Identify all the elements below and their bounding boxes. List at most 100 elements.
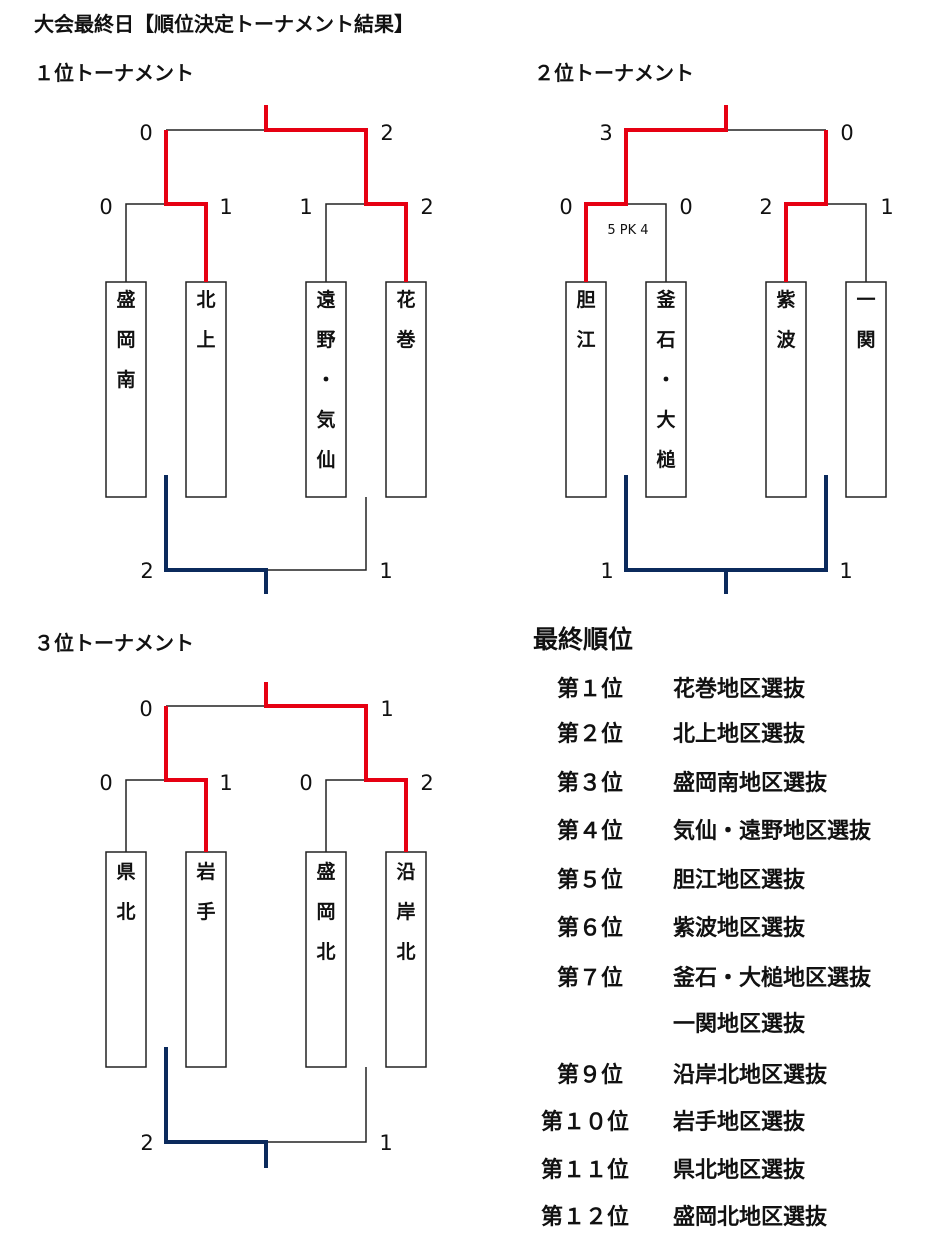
team-box xyxy=(305,851,347,1068)
team-name: 紫波 xyxy=(776,289,796,351)
score-round1: 2 xyxy=(420,195,433,219)
score-final-right: 1 xyxy=(380,697,393,721)
tournament-2-bracket: 胆江 釜石・大槌 紫波 一関 3 0 0 0 2 1 5 PK 4 1 1 xyxy=(559,105,894,594)
score-third-left: 2 xyxy=(140,1131,153,1155)
ranking-team: 紫波地区選抜 xyxy=(673,916,806,941)
team-box xyxy=(105,851,147,1068)
ranking-rank: 第９位 xyxy=(557,1063,624,1088)
winner-line xyxy=(164,130,208,282)
team-box xyxy=(565,281,607,498)
winner-line xyxy=(264,105,408,282)
ranking-team: 胆江地区選抜 xyxy=(673,868,806,893)
ranking-rank: 第１２位 xyxy=(541,1205,630,1230)
score-final-left: 3 xyxy=(599,121,612,145)
ranking-team: 盛岡北地区選抜 xyxy=(673,1205,828,1230)
bracket-line xyxy=(325,779,366,852)
team-char: 盛 xyxy=(116,288,135,311)
ranking-rank: 第５位 xyxy=(557,868,624,893)
team-name: 一関 xyxy=(856,289,875,351)
bracket-line xyxy=(325,203,346,282)
pk-label: 5 PK 4 xyxy=(607,223,648,238)
ranking-team: 盛岡南地区選抜 xyxy=(673,771,828,796)
ranking-team: 一関地区選抜 xyxy=(673,1012,806,1037)
score-round1: 2 xyxy=(759,195,772,219)
team-name-group: 県北 岩手 盛岡北 沿岸北 xyxy=(116,860,415,963)
score-final-left: 0 xyxy=(139,121,152,145)
winner-line xyxy=(164,706,208,852)
ranking-team: 沿岸北地区選抜 xyxy=(673,1063,828,1088)
bracket-line xyxy=(266,497,367,571)
team-box xyxy=(385,851,427,1068)
team-name: 北上 xyxy=(196,289,215,351)
team-name: 沿岸北 xyxy=(396,861,415,963)
team-name: 釜石・大槌 xyxy=(655,288,676,471)
ranking-team: 気仙・遠野地区選抜 xyxy=(673,819,872,844)
tournament-1-bracket: 盛岡南 北上 遠野・気仙 花巻 0 2 0 1 1 2 2 1 xyxy=(99,105,434,594)
ranking-rank: 第１１位 xyxy=(541,1158,630,1183)
score-round1: 1 xyxy=(299,195,312,219)
ranking-team: 県北地区選抜 xyxy=(673,1158,806,1183)
ranking-rank: 第７位 xyxy=(557,966,624,991)
team-box xyxy=(185,851,227,1068)
third-place-line xyxy=(164,475,268,594)
team-name: 遠野・気仙 xyxy=(316,289,335,471)
ranking-rank: 第１０位 xyxy=(541,1110,630,1135)
score-round1: 1 xyxy=(880,195,893,219)
ranking-rank: 第６位 xyxy=(557,916,624,941)
score-third-right: 1 xyxy=(839,559,852,583)
score-round1: 0 xyxy=(99,195,112,219)
score-round1: 0 xyxy=(559,195,572,219)
team-box xyxy=(645,281,687,498)
team-name: 岩手 xyxy=(195,860,215,923)
score-third-left: 2 xyxy=(140,559,153,583)
score-round1: 2 xyxy=(420,771,433,795)
ranking-team: 北上地区選抜 xyxy=(673,722,806,747)
score-round1: 0 xyxy=(99,771,112,795)
team-box xyxy=(305,281,347,498)
score-round1: 1 xyxy=(219,195,232,219)
final-ranking-title: 最終順位 xyxy=(533,625,634,654)
page-title: 大会最終日【順位決定トーナメント結果】 xyxy=(34,12,414,36)
score-final-right: 2 xyxy=(380,121,393,145)
team-box xyxy=(185,281,227,498)
score-final-left: 0 xyxy=(139,697,152,721)
score-third-right: 1 xyxy=(379,559,392,583)
bracket-line xyxy=(125,203,166,282)
ranking-team: 岩手地区選抜 xyxy=(673,1110,806,1135)
team-box xyxy=(105,281,147,498)
winner-line xyxy=(784,130,828,282)
score-round1: 0 xyxy=(679,195,692,219)
tournament-2-title: ２位トーナメント xyxy=(534,61,694,85)
ranking-rank: 第４位 xyxy=(557,819,624,844)
third-place-line xyxy=(164,1047,268,1168)
score-round1: 1 xyxy=(219,771,232,795)
winner-line xyxy=(264,682,408,852)
team-name-group: 胆江 釜石・大槌 紫波 一関 xyxy=(576,288,875,471)
ranking-team: 釜石・大槌地区選抜 xyxy=(673,966,872,991)
tournament-1-title: １位トーナメント xyxy=(34,61,194,85)
score-round1: 0 xyxy=(299,771,312,795)
team-name: 胆江 xyxy=(576,289,595,351)
bracket-line xyxy=(626,203,667,282)
ranking-team: 花巻地区選抜 xyxy=(673,677,806,702)
winner-line xyxy=(584,105,728,282)
team-box xyxy=(845,281,887,498)
team-name: 県北 xyxy=(116,861,135,923)
bracket-line xyxy=(125,779,166,852)
team-name: 盛岡北 xyxy=(316,860,335,963)
ranking-rank: 第１位 xyxy=(557,677,624,702)
score-final-right: 0 xyxy=(840,121,853,145)
score-third-right: 1 xyxy=(379,1131,392,1155)
team-name: 花巻 xyxy=(395,288,416,351)
team-name: 盛岡南 xyxy=(116,288,135,391)
team-box xyxy=(765,281,807,498)
tournament-3-title: ３位トーナメント xyxy=(34,631,194,655)
score-third-left: 1 xyxy=(600,559,613,583)
bracket-line xyxy=(266,1067,367,1143)
ranking-rank: 第３位 xyxy=(557,771,624,796)
team-name-group: 盛岡南 北上 遠野・気仙 花巻 xyxy=(116,288,416,471)
ranking-rank: 第２位 xyxy=(557,722,624,747)
tournament-3-bracket: 県北 岩手 盛岡北 沿岸北 0 1 0 1 0 2 2 1 xyxy=(99,682,434,1168)
team-box xyxy=(385,281,427,498)
bracket-line xyxy=(826,203,867,282)
